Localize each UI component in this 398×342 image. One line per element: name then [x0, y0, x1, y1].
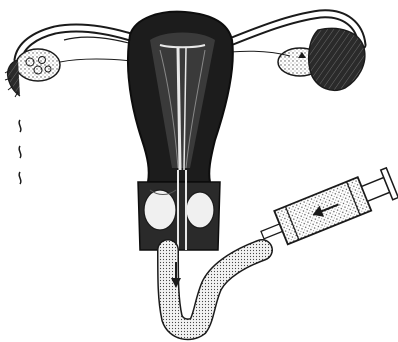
left-wavy-marks — [19, 120, 21, 184]
left-ovary — [16, 49, 140, 81]
catheter-tube — [168, 250, 262, 329]
left-fimbriae — [5, 60, 20, 97]
uterus-body — [128, 12, 233, 182]
cervix-and-vaginal-canal — [138, 170, 220, 250]
right-fimbriae — [309, 28, 365, 90]
